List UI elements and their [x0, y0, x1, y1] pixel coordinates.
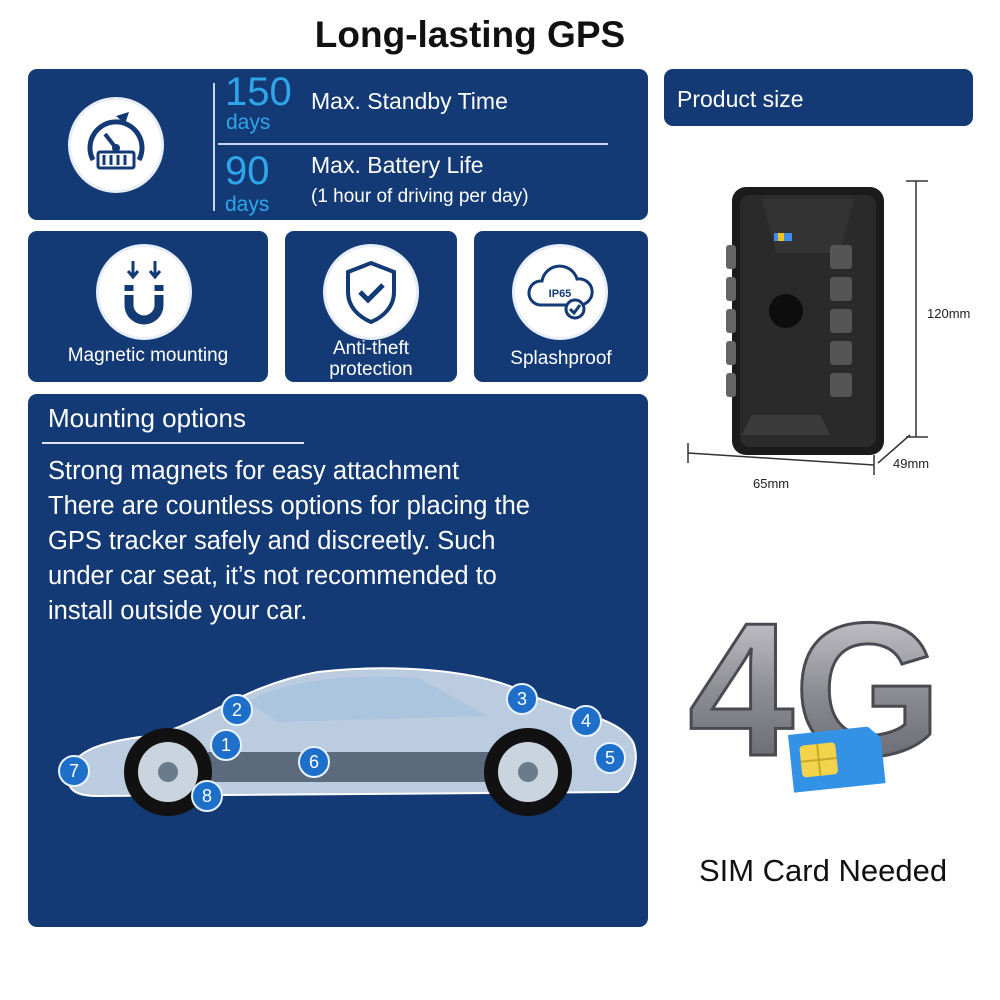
sim-card-icon	[788, 726, 886, 793]
mounting-description: Strong magnets for easy attachment There…	[48, 454, 638, 629]
mounting-line: Strong magnets for easy attachment	[48, 457, 460, 485]
standby-label: Max. Standby Time	[311, 88, 508, 114]
position-marker-7: 7	[58, 755, 90, 787]
position-marker-6: 6	[298, 746, 330, 778]
sim-card-needed-label: SIM Card Needed	[698, 853, 948, 888]
dimension-height: 120mm	[927, 306, 971, 321]
divider-vertical	[213, 83, 215, 211]
life-unit: days	[225, 193, 270, 216]
position-marker-1: 1	[210, 729, 242, 761]
feature-anti-theft: Anti-theft protection	[285, 231, 457, 382]
dimension-depth: 49mm	[893, 456, 930, 471]
battery-panel: 150 days Max. Standby Time 90 days Max. …	[28, 69, 648, 220]
life-note: (1 hour of driving per day)	[311, 186, 529, 207]
shield-check-icon	[323, 244, 419, 340]
mounting-line: There are countless options for placing …	[48, 492, 530, 520]
dimension-width: 65mm	[753, 476, 790, 491]
heading-underline	[42, 442, 304, 444]
product-size-label: Product size	[677, 86, 804, 112]
life-value: 90	[225, 149, 270, 193]
gps-device-image	[680, 175, 980, 505]
standby-value: 150	[225, 70, 292, 114]
life-label: Max. Battery Life	[311, 152, 484, 178]
feature-label-magnetic: Magnetic mounting	[67, 345, 229, 366]
ip65-text: IP65	[549, 288, 572, 300]
mounting-line: under car seat, it’s not recommended to	[48, 562, 497, 590]
feature-magnetic: Magnetic mounting	[28, 231, 268, 382]
page-title: Long-lasting GPS	[314, 14, 626, 55]
position-marker-8: 8	[191, 780, 223, 812]
product-size-header: Product size	[664, 69, 973, 126]
feature-splashproof: IP65 Splashproof	[474, 231, 648, 382]
mounting-panel: Mounting options Strong magnets for easy…	[28, 394, 648, 927]
position-marker-5: 5	[594, 742, 626, 774]
gauge-icon	[68, 97, 164, 193]
magnet-icon	[96, 244, 192, 340]
mounting-line: install outside your car.	[48, 597, 308, 625]
ip65-cloud-icon: IP65	[512, 244, 608, 340]
feature-label-splashproof: Splashproof	[510, 348, 612, 369]
mounting-heading: Mounting options	[48, 403, 247, 433]
car-illustration	[58, 656, 648, 826]
mounting-line: GPS tracker safely and discreetly. Such	[48, 527, 496, 555]
position-marker-3: 3	[506, 683, 538, 715]
position-marker-4: 4	[570, 705, 602, 737]
position-marker-2: 2	[221, 694, 253, 726]
feature-label-anti-theft: Anti-theft protection	[329, 338, 413, 380]
standby-unit: days	[226, 111, 271, 134]
divider-horizontal	[218, 143, 608, 145]
network-4g-logo: 4G	[680, 583, 950, 810]
